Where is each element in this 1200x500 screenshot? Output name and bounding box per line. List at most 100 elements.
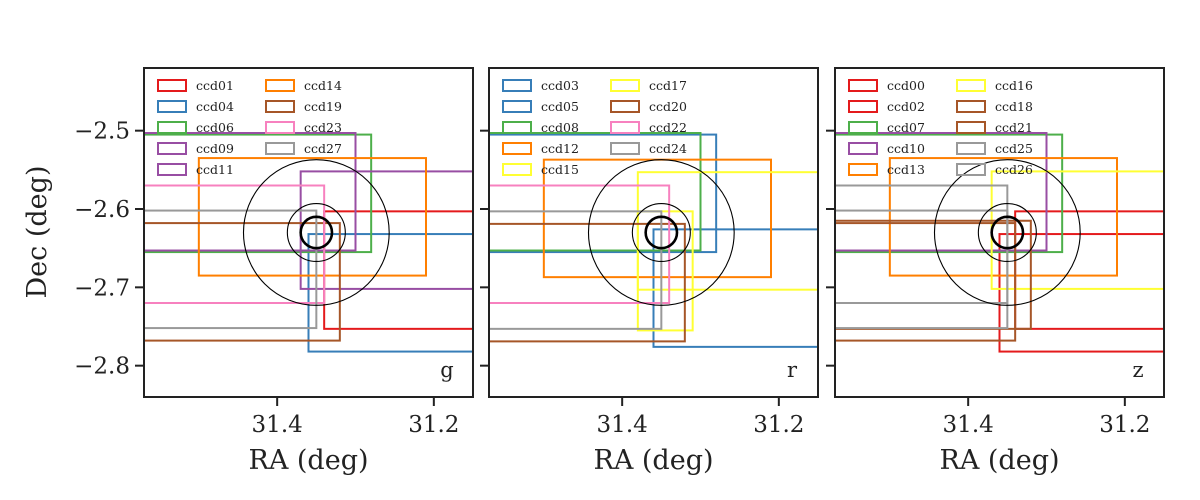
plot-area (144, 132, 473, 353)
legend-label-ccd15: ccd15 (541, 162, 579, 177)
legend-label-ccd02: ccd02 (887, 99, 925, 114)
panel-r: ccd03ccd05ccd08ccd12ccd15ccd17ccd20ccd22… (480, 67, 819, 476)
legend-label-ccd24: ccd24 (649, 141, 687, 156)
ccd-footprint-ccd03 (489, 133, 718, 254)
legend-label-ccd09: ccd09 (196, 141, 234, 156)
x-axis-label: RA (deg) (593, 445, 713, 476)
legend-label-ccd00: ccd00 (887, 78, 925, 93)
legend-swatch-ccd12 (502, 142, 532, 155)
legend-label-ccd01: ccd01 (196, 78, 234, 93)
legend-swatch-ccd13 (848, 163, 878, 176)
legend-swatch-ccd05 (502, 100, 532, 113)
legend-label-ccd18: ccd18 (995, 99, 1033, 114)
legend-swatch-ccd08 (502, 121, 532, 134)
legend-label-ccd23: ccd23 (304, 120, 342, 135)
legend-swatch-ccd27 (265, 142, 295, 155)
legend-swatch-ccd14 (265, 79, 295, 92)
band-label: g (440, 358, 453, 382)
ccd-footprint-ccd05 (652, 228, 818, 348)
target-circle (933, 159, 1081, 306)
legend-swatch-ccd20 (610, 100, 640, 113)
legend-label-ccd19: ccd19 (304, 99, 342, 114)
target-circle (990, 215, 1025, 250)
legend-label-ccd03: ccd03 (541, 78, 579, 93)
target-circle (286, 202, 346, 263)
x-axis-label: RA (deg) (939, 445, 1059, 476)
x-tick-label: 31.4 (252, 412, 303, 438)
x-tick-label: 31.2 (753, 412, 804, 438)
ccd-footprint-ccd08 (489, 132, 702, 252)
ccd-footprint-ccd24 (489, 210, 663, 330)
legend-label-ccd21: ccd21 (995, 120, 1033, 135)
ccd-footprint-ccd13 (888, 157, 1118, 277)
legend-label-ccd22: ccd22 (649, 120, 687, 135)
ccd-footprint-ccd11 (299, 170, 473, 290)
legend-label-ccd12: ccd12 (541, 141, 579, 156)
legend-swatch-ccd24 (610, 142, 640, 155)
legend-label-ccd07: ccd07 (887, 120, 925, 135)
legend-swatch-ccd11 (157, 163, 187, 176)
axes-frame (834, 67, 1165, 398)
legend-swatch-ccd25 (956, 142, 986, 155)
legend-swatch-ccd02 (848, 100, 878, 113)
ccd-footprint-ccd17 (636, 210, 694, 332)
x-tick-label: 31.2 (408, 412, 459, 438)
band-label: z (1132, 358, 1143, 382)
target-circle (644, 215, 679, 250)
legend-label-ccd14: ccd14 (304, 78, 342, 93)
legend-swatch-ccd06 (157, 121, 187, 134)
ccd-footprint-ccd15 (636, 171, 818, 291)
ccd-footprint-ccd10 (835, 132, 1048, 252)
legend-label-ccd17: ccd17 (649, 78, 687, 93)
legend-label-ccd20: ccd20 (649, 99, 687, 114)
legend-swatch-ccd01 (157, 79, 187, 92)
axes-frame (143, 67, 474, 398)
ccd-footprint-ccd06 (144, 133, 373, 254)
y-tick-label: −2.6 (74, 197, 130, 223)
legend-swatch-ccd10 (848, 142, 878, 155)
ccd-footprint-ccd25 (835, 184, 1009, 304)
y-tick-label: −2.5 (74, 119, 130, 145)
ccd-footprint-ccd23 (144, 184, 326, 304)
x-tick-label: 31.4 (597, 412, 648, 438)
legend-label-ccd11: ccd11 (196, 162, 234, 177)
legend-swatch-ccd15 (502, 163, 532, 176)
x-tick-label: 31.2 (1099, 412, 1150, 438)
legend-swatch-ccd26 (956, 163, 986, 176)
plot-area (835, 132, 1164, 353)
y-tick-label: −2.8 (74, 354, 130, 380)
legend: ccd00ccd02ccd07ccd10ccd13ccd16ccd18ccd21… (848, 78, 1033, 177)
ccd-footprint-ccd07 (835, 133, 1064, 254)
ccd-footprint-ccd01 (323, 210, 473, 330)
legend-swatch-ccd16 (956, 79, 986, 92)
ccd-footprint-ccd19 (144, 222, 341, 342)
target-circle (242, 159, 390, 306)
ccd-footprint-ccd14 (197, 157, 427, 277)
legend-swatch-ccd22 (610, 121, 640, 134)
target-circle (977, 202, 1037, 263)
ccd-footprint-ccd21 (835, 222, 1017, 342)
ccd-footprint-ccd22 (489, 184, 671, 304)
panel-g: ccd01ccd04ccd06ccd09ccd11ccd14ccd19ccd23… (74, 67, 474, 476)
legend-swatch-ccd09 (157, 142, 187, 155)
legend: ccd03ccd05ccd08ccd12ccd15ccd17ccd20ccd22… (502, 78, 687, 177)
ccd-footprint-ccd16 (990, 170, 1164, 290)
legend-label-ccd27: ccd27 (304, 141, 342, 156)
legend-swatch-ccd21 (956, 121, 986, 134)
y-axis-label: Dec (deg) (22, 166, 53, 299)
legend-label-ccd25: ccd25 (995, 141, 1033, 156)
ccd-footprint-ccd26 (835, 209, 1009, 330)
legend-label-ccd16: ccd16 (995, 78, 1033, 93)
legend-label-ccd13: ccd13 (887, 162, 925, 177)
legend-swatch-ccd19 (265, 100, 295, 113)
ccd-footprint-ccd02 (998, 233, 1164, 353)
legend-swatch-ccd03 (502, 79, 532, 92)
legend-label-ccd26: ccd26 (995, 162, 1033, 177)
axes-frame (488, 67, 819, 398)
legend-swatch-ccd17 (610, 79, 640, 92)
panel-z: ccd00ccd02ccd07ccd10ccd13ccd16ccd18ccd21… (826, 67, 1165, 476)
ccd-footprint-ccd20 (489, 222, 686, 343)
legend: ccd01ccd04ccd06ccd09ccd11ccd14ccd19ccd23… (157, 78, 342, 177)
y-tick-label: −2.7 (74, 275, 130, 301)
